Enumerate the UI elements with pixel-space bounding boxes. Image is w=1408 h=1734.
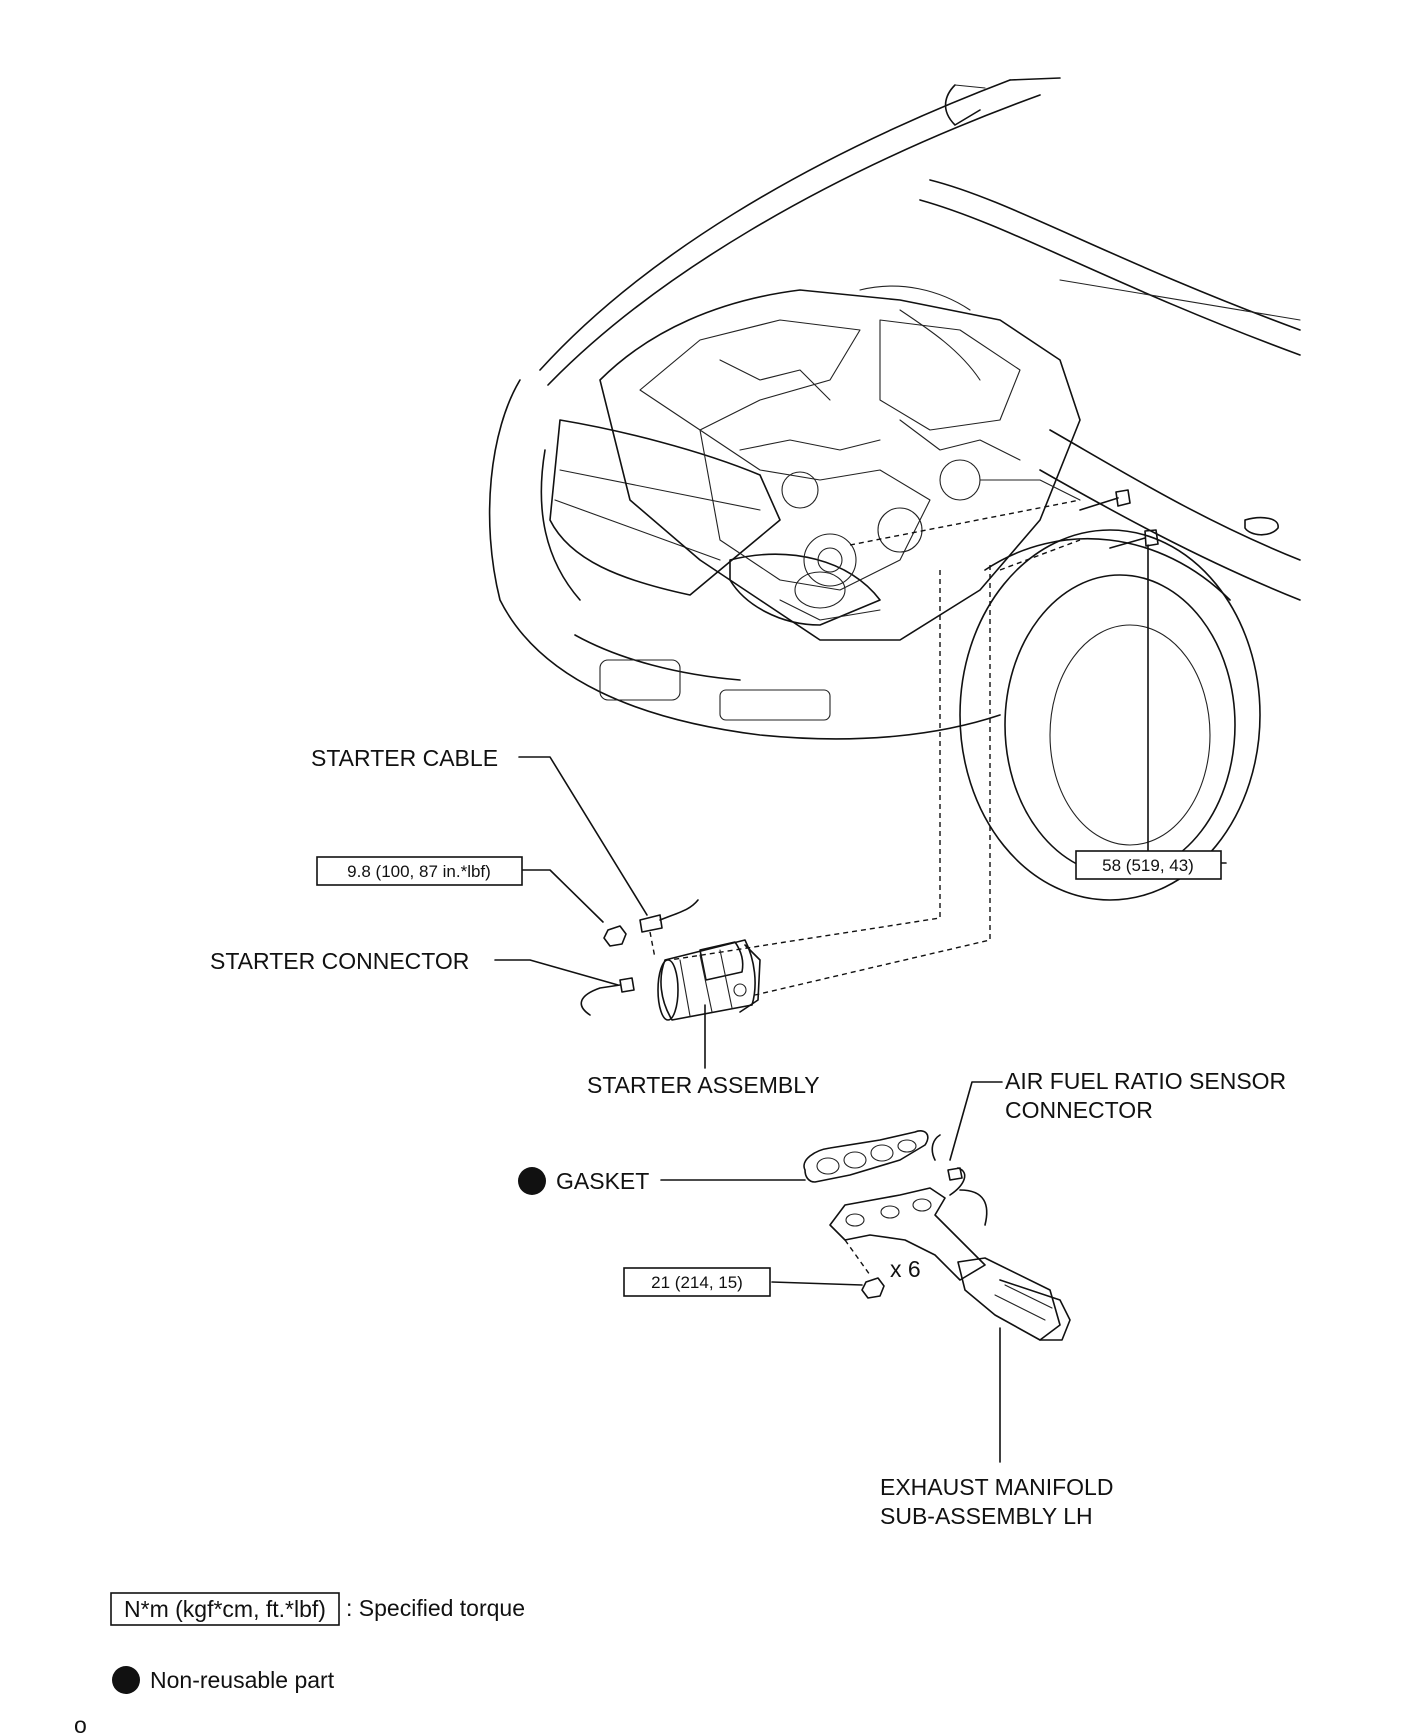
label-af-sensor-line2: CONNECTOR	[1005, 1097, 1153, 1123]
torque-spec-manifold-nut: 21 (214, 15)	[623, 1267, 771, 1297]
label-exhaust-line2: SUB-ASSEMBLY LH	[880, 1503, 1093, 1529]
non-reusable-marker	[518, 1167, 546, 1195]
label-starter-cable: STARTER CABLE	[311, 745, 498, 771]
label-gasket: GASKET	[556, 1168, 649, 1194]
label-quantity: x 6	[890, 1256, 921, 1282]
leader-lines	[494, 544, 1227, 1463]
label-starter-assembly: STARTER ASSEMBLY	[587, 1072, 820, 1098]
page-corner-mark: o	[74, 1712, 87, 1734]
installation-guide-lines	[669, 499, 1081, 996]
label-starter-connector: STARTER CONNECTOR	[210, 948, 469, 974]
label-exhaust-line1: EXHAUST MANIFOLD	[880, 1474, 1113, 1500]
vehicle-illustration	[488, 77, 1301, 901]
torque-spec-starter-terminal: 9.8 (100, 87 in.*lbf)	[316, 856, 523, 886]
gasket-illustration	[803, 1130, 929, 1183]
exhaust-manifold-illustration	[829, 1134, 1071, 1341]
torque-value: 58 (519, 43)	[1102, 856, 1194, 875]
label-af-sensor-line1: AIR FUEL RATIO SENSOR	[1005, 1068, 1286, 1094]
legend-non-reusable-icon	[112, 1666, 140, 1694]
legend: N*m (kgf*cm, ft.*lbf) : Specified torque…	[110, 1592, 525, 1694]
starter-assembly-illustration	[580, 899, 761, 1021]
legend-torque-box: N*m (kgf*cm, ft.*lbf)	[124, 1596, 326, 1622]
legend-nonreusable-desc: Non-reusable part	[150, 1667, 335, 1693]
legend-torque-desc: : Specified torque	[346, 1595, 525, 1621]
torque-value: 21 (214, 15)	[651, 1273, 743, 1292]
torque-spec-starter-bolt: 58 (519, 43)	[1075, 850, 1222, 880]
torque-value: 9.8 (100, 87 in.*lbf)	[347, 862, 491, 881]
